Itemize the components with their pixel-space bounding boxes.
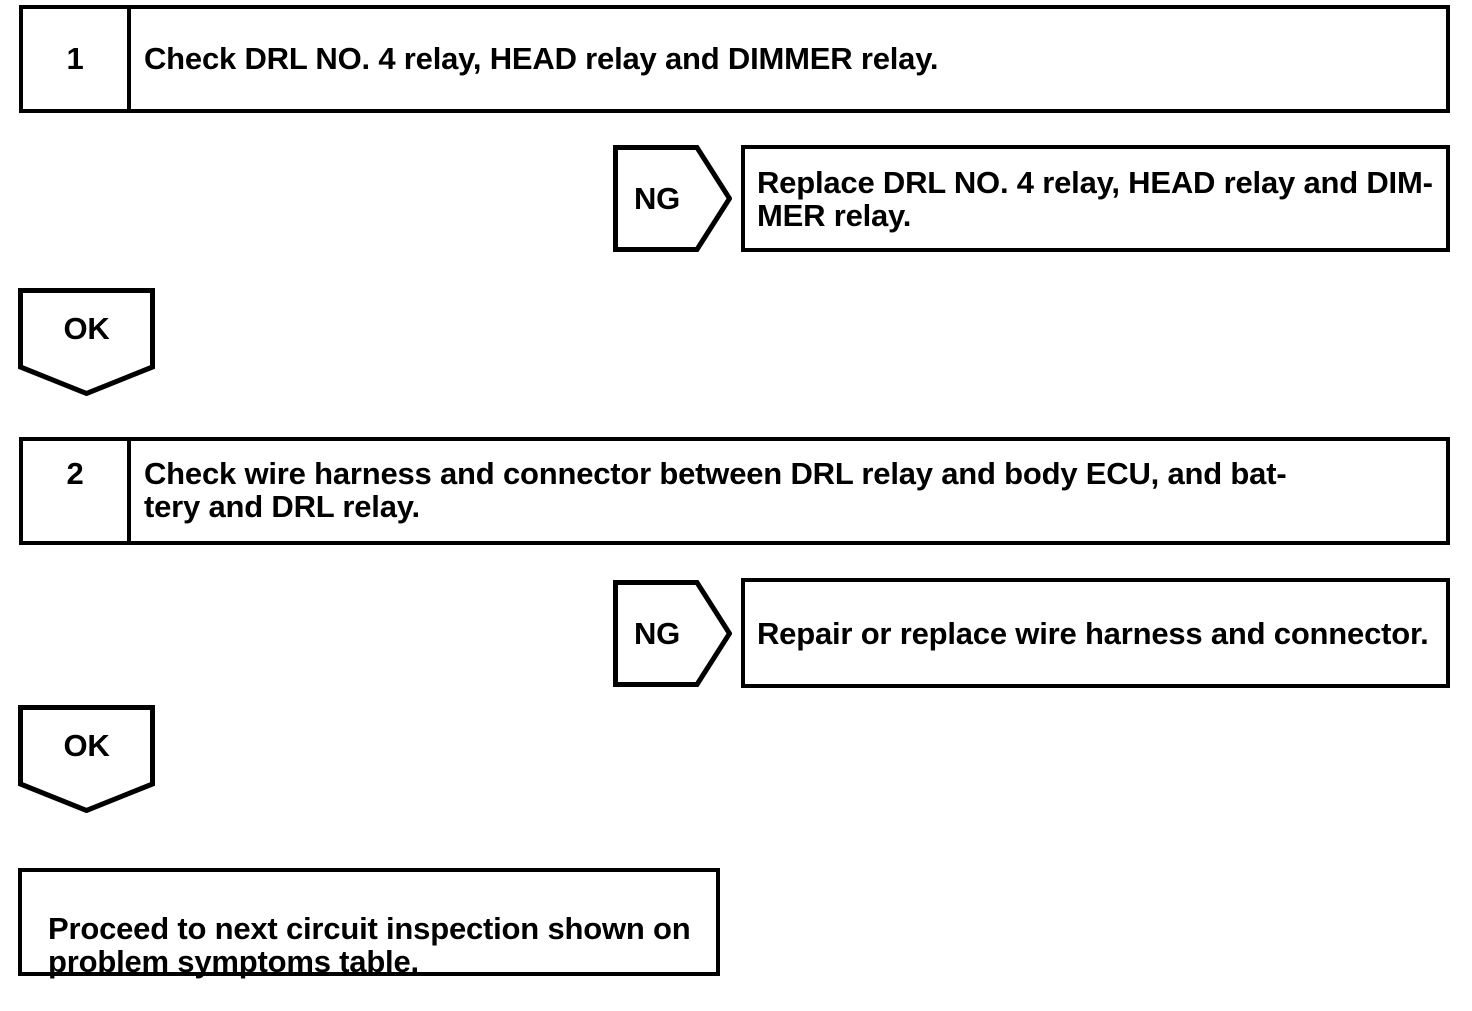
ok-pentagon-shape	[18, 705, 155, 813]
step-2-ng-action-text: Repair or replace wire harness and conne…	[757, 615, 1429, 651]
final-note-text: Proceed to next circuit inspection shown…	[48, 911, 691, 979]
step-2-ng-action-box: Repair or replace wire harness and conne…	[741, 578, 1450, 688]
step-2-instruction: Check wire harness and connector between…	[144, 456, 1287, 524]
ok-arrow-icon: OK	[18, 288, 155, 396]
ok-arrow-icon: OK	[18, 705, 155, 813]
step-2-number: 2	[66, 456, 84, 491]
step-1-number: 1	[66, 41, 84, 76]
final-note-box: Proceed to next circuit inspection shown…	[18, 868, 720, 979]
step-2-box: 2 Check wire harness and connector betwe…	[19, 437, 1450, 545]
ok-label: OK	[63, 311, 110, 346]
step-1-instruction: Check DRL NO. 4 relay, HEAD relay and DI…	[144, 41, 939, 76]
step-1-ng-action-text: Replace DRL NO. 4 relay, HEAD relay and …	[757, 164, 1433, 233]
step-1-box: 1 Check DRL NO. 4 relay, HEAD relay and …	[19, 5, 1450, 113]
ok-label: OK	[63, 728, 110, 763]
ok-pentagon-shape	[18, 288, 155, 396]
step-1-ng-action-box: Replace DRL NO. 4 relay, HEAD relay and …	[741, 145, 1450, 252]
ng-arrow-icon: NG	[613, 145, 732, 252]
ng-label: NG	[634, 181, 680, 216]
ng-label: NG	[634, 616, 680, 651]
ng-pentagon-shape	[613, 145, 732, 252]
step-2-number-cell: 2	[23, 441, 131, 541]
step-1-number-cell: 1	[23, 9, 131, 109]
ng-pentagon-shape	[613, 580, 732, 687]
ng-arrow-icon: NG	[613, 580, 732, 687]
